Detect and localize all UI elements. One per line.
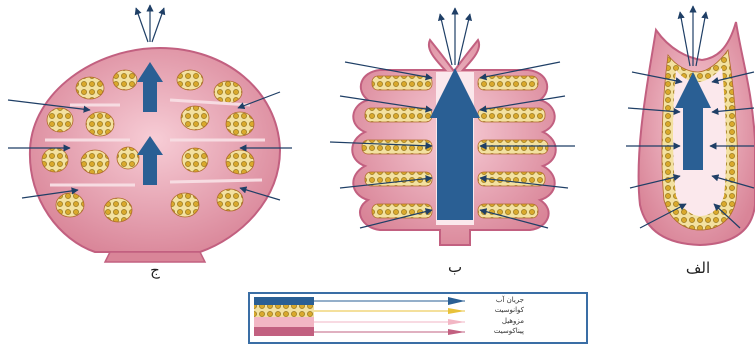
panel-label-asconoid: الف [686,259,710,277]
legend-label-pinacocyte: پیناکوسیت [494,327,524,335]
legend-label-choanocyte: کوانوسیت [495,306,524,314]
legend: جریان آب کوانوسیت مزوهیل پیناکوسیت [248,292,588,344]
asconoid-sponge: الف [626,6,755,277]
panel-label-leuconoid: ج [150,261,160,280]
panel-label-syconoid: ب [448,258,462,276]
syconoid-sponge: ب [330,8,575,276]
legend-label-mesohyl: مزوهیل [502,317,524,325]
leuconoid-sponge: ج [8,5,292,280]
legend-label-water-flow: جریان آب [496,296,524,304]
